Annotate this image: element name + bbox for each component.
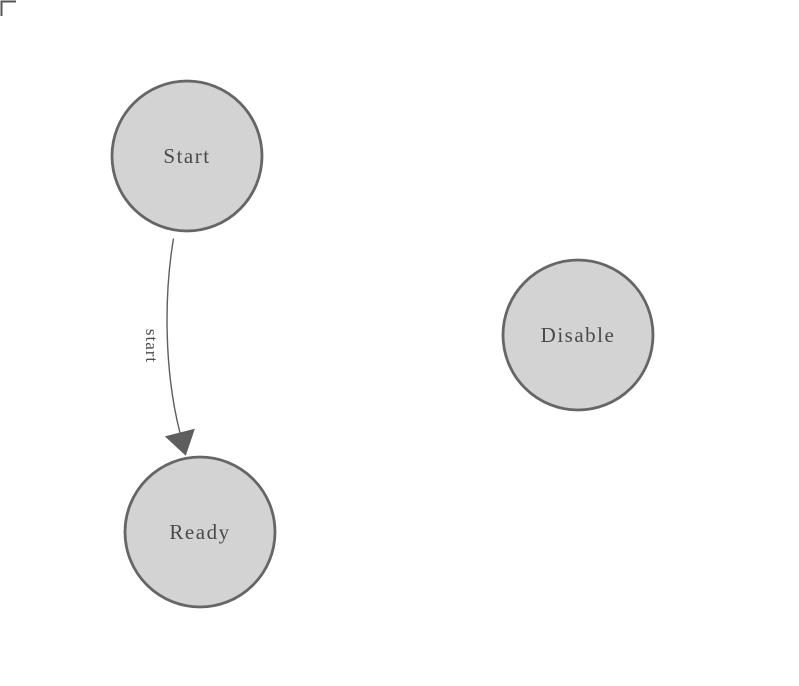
- paper-origin-corner-icon: [0, 0, 16, 16]
- state-label-start: Start: [163, 144, 210, 168]
- state-label-ready: Ready: [169, 520, 230, 544]
- transition-edge-start-ready[interactable]: start: [142, 238, 195, 456]
- state-circle-start[interactable]: [110, 79, 264, 233]
- state-label-disable: Disable: [541, 323, 616, 347]
- state-node-disable[interactable]: Disable: [501, 258, 655, 412]
- state-circle-ready[interactable]: [123, 455, 277, 609]
- state-node-start[interactable]: Start: [110, 79, 264, 233]
- state-node-ready[interactable]: Ready: [123, 455, 277, 609]
- edge-line[interactable]: [166, 238, 181, 434]
- state-circle-disable[interactable]: [501, 258, 655, 412]
- edge-arrowhead-icon: [164, 428, 195, 456]
- edge-label: start: [142, 329, 161, 363]
